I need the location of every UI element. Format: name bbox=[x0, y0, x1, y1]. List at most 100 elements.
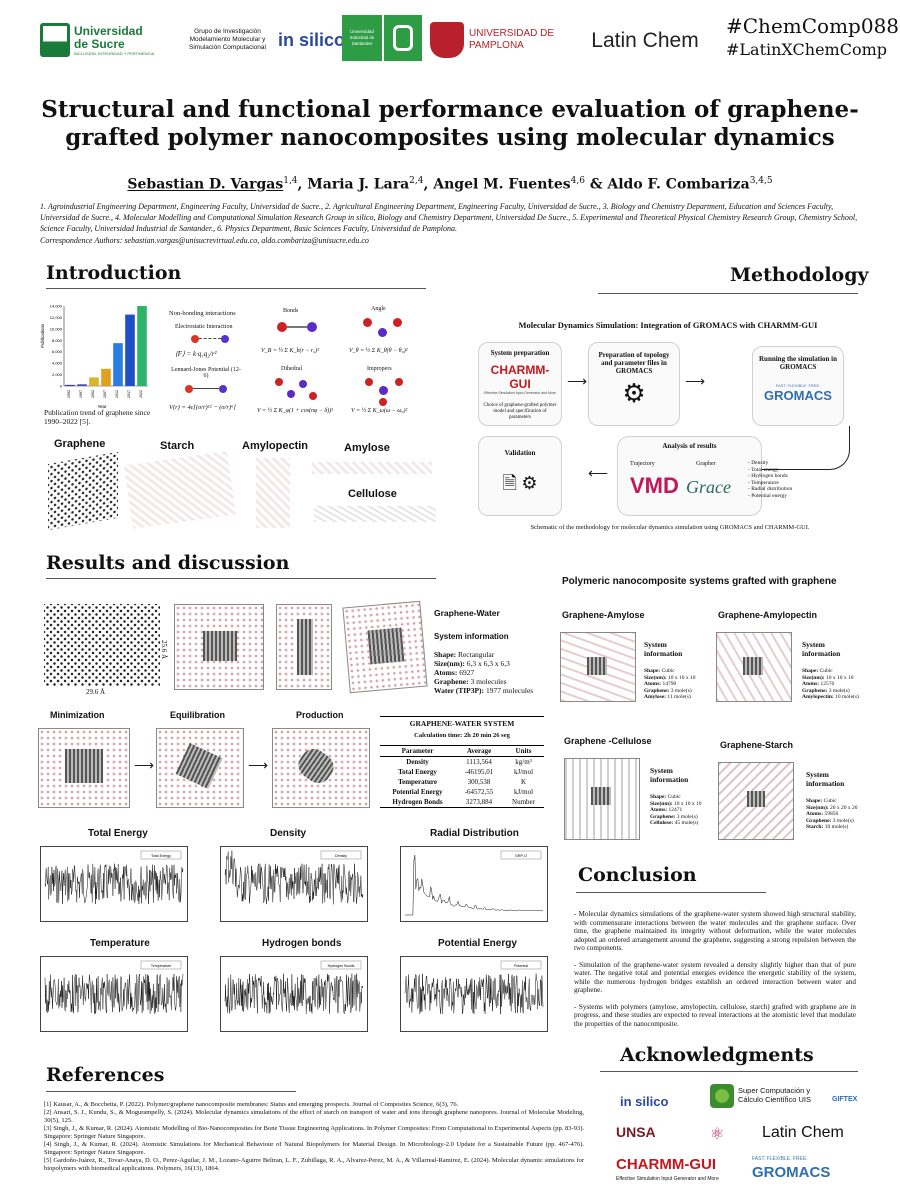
plot-hbonds-svg: Hydrogen Bonds bbox=[224, 960, 364, 1014]
plot-trace bbox=[44, 863, 184, 905]
angle-icon bbox=[363, 318, 403, 338]
ack-in-silico-logo: in silico bbox=[620, 1094, 669, 1109]
plot-title-rdf: Radial Distribution bbox=[430, 828, 519, 839]
step3-title: Running the simulation in GROMACS bbox=[759, 355, 837, 371]
reference-item: [2] Ansari, S. J., Kundu, S., & Moguramp… bbox=[44, 1109, 584, 1124]
arrow-2-icon: ⟶ bbox=[685, 375, 706, 390]
col-header: Average bbox=[455, 745, 503, 757]
flow-curve bbox=[760, 426, 850, 470]
plot-trace bbox=[404, 973, 544, 1015]
chart-xlabel: Year bbox=[97, 404, 107, 409]
arrow-1-icon: ⟶ bbox=[567, 375, 588, 390]
bonds-label: Bonds bbox=[283, 308, 299, 314]
plot-legend-label: GRP-O bbox=[515, 854, 527, 858]
analysis-item: - Hydrogen bonds bbox=[748, 473, 788, 479]
conclusion-rule bbox=[576, 892, 766, 893]
chart-bar bbox=[65, 384, 75, 386]
stage-label-production: Production bbox=[296, 710, 344, 720]
plot-potential: Potential bbox=[400, 956, 548, 1032]
publication-chart-svg: Publications Year 02,0004,0006,0008,0001… bbox=[40, 304, 148, 409]
bonds-formula: V_B = ½ Σ K_b(r − r₀)² bbox=[261, 348, 320, 354]
plot-legend-box bbox=[140, 960, 182, 970]
lj-formula: V(r) = 4ε[(σ/r)¹² − (σ/r)⁶] bbox=[169, 404, 236, 411]
production-box bbox=[272, 728, 370, 808]
chart-ytick-label: 2,000 bbox=[52, 372, 63, 377]
conclusion-paragraph: - Simulation of the graphene-water syste… bbox=[574, 960, 856, 995]
ack-sc3-icon bbox=[710, 1084, 734, 1108]
reference-item: [4] Singh, J., & Kumar, R. (2024). Atomi… bbox=[44, 1141, 584, 1156]
step-running: Running the simulation in GROMACS FAST. … bbox=[752, 346, 844, 426]
chart-ylabel: Publications bbox=[40, 323, 45, 348]
plot-density: Density bbox=[220, 846, 368, 922]
plot-total-energy: Total Energy bbox=[40, 846, 188, 922]
plot-legend-label: Temperature bbox=[151, 964, 171, 968]
step2-title: Preparation of topology and parameter fi… bbox=[598, 351, 670, 375]
uis-logo: Universidad Industrial de Santander bbox=[340, 14, 424, 62]
affiliations: 1. Agroindustrial Engineering Department… bbox=[40, 202, 858, 233]
vmd-logo: VMD bbox=[630, 473, 679, 498]
sucre-logo-text: Universidad de Sucre bbox=[74, 23, 143, 51]
plot-potential-svg: Potential bbox=[404, 960, 544, 1015]
mol-label-starch: Starch bbox=[160, 440, 195, 452]
graphene-structure-image bbox=[48, 451, 118, 531]
system-info-title: System information bbox=[802, 640, 841, 658]
in-silico-brand: in silico bbox=[278, 29, 346, 50]
system-info-title: System information bbox=[650, 766, 689, 784]
ack-molecule-icon: ⚛ bbox=[710, 1126, 725, 1143]
chart-bar bbox=[101, 368, 111, 386]
system-name: Graphene-Amylose bbox=[562, 610, 645, 620]
bonds-icon bbox=[277, 322, 317, 332]
pamplona-logo: UNIVERSIDAD DE PAMPLONA bbox=[430, 20, 570, 60]
arrow-3-icon: ⟵ bbox=[588, 467, 609, 482]
plot-title-temperature: Temperature bbox=[90, 938, 150, 949]
plot-legend-label: Total Energy bbox=[151, 854, 171, 858]
acknowledgments-rule bbox=[600, 1071, 858, 1072]
results-table-block: GRAPHENE-WATER SYSTEM Calculation time: … bbox=[380, 716, 544, 808]
system-amylopectin: Graphene-Amylopectin System information … bbox=[712, 610, 872, 710]
chart-bar bbox=[125, 314, 135, 386]
dim-x-label: 29.6 Å bbox=[86, 688, 106, 696]
trajectory-label: Trajectory bbox=[630, 461, 655, 467]
plot-title-potential: Potential Energy bbox=[438, 938, 517, 949]
analysis-item: - Density bbox=[748, 460, 769, 466]
charmm-gui-logo: CHARMM-GUI bbox=[490, 363, 550, 391]
system-cellulose-image bbox=[564, 758, 640, 840]
system-starch: Graphene-Starch System information Shape… bbox=[716, 740, 872, 846]
stage-label-minimization: Minimization bbox=[50, 710, 105, 720]
chart-ytick-label: 4,000 bbox=[52, 361, 63, 366]
forcefield-panel: Non-bonding interactions Electrostatic I… bbox=[165, 300, 430, 428]
header-logos: Universidad de Sucre INCLUSIÓN, INTEGRID… bbox=[40, 14, 720, 62]
polymeric-title: Polymeric nanocomposite systems grafted … bbox=[562, 576, 837, 587]
chart-ytick-label: 14,000 bbox=[50, 304, 63, 309]
sucre-shield-icon bbox=[40, 23, 70, 57]
mol-label-amylopectin: Amylopectin bbox=[242, 440, 309, 452]
stage-arrow-2-icon: ⟶ bbox=[248, 759, 269, 774]
mol-label-graphene: Graphene bbox=[54, 438, 106, 450]
graphene-water-box-2 bbox=[276, 604, 332, 690]
ack-charmm-gui-sub: Effective Simulation Input Generator and… bbox=[616, 1176, 719, 1182]
equilibration-box bbox=[156, 728, 244, 808]
step-validation: Validation 🗎 ⚙ bbox=[478, 436, 562, 516]
step-system-preparation: System preparation CHARMM-GUI Effective … bbox=[478, 342, 562, 426]
analysis-item: - Radial distribution bbox=[748, 486, 793, 492]
ack-unsa-logo: UNSA bbox=[616, 1124, 656, 1140]
author-3: Angel M. Fuentes bbox=[433, 176, 571, 193]
chart-xtick-label: 2012 bbox=[115, 390, 119, 398]
chart-ytick-label: 8,000 bbox=[52, 338, 63, 343]
chart-ytick-label: 12,000 bbox=[50, 315, 63, 320]
col-header: Parameter bbox=[380, 745, 456, 757]
correspondence: Correspondence Authors: sebastian.vargas… bbox=[40, 236, 369, 245]
plot-temperature: Temperature bbox=[40, 956, 188, 1032]
plot-legend-box bbox=[140, 850, 182, 860]
angle-formula: V_θ = ½ Σ K_θ(θ − θ₀)² bbox=[349, 348, 408, 354]
poster-title: Structural and functional performance ev… bbox=[41, 96, 859, 151]
latinchem-text: Latin Chem bbox=[591, 29, 699, 52]
intro-title: Introduction bbox=[46, 262, 182, 284]
conclusion-paragraph: - Molecular dynamics simulations of the … bbox=[574, 910, 856, 952]
cellulose-structure-image bbox=[314, 506, 436, 522]
conclusion-body: - Molecular dynamics simulations of the … bbox=[574, 910, 856, 1028]
chart-bar bbox=[89, 377, 99, 386]
